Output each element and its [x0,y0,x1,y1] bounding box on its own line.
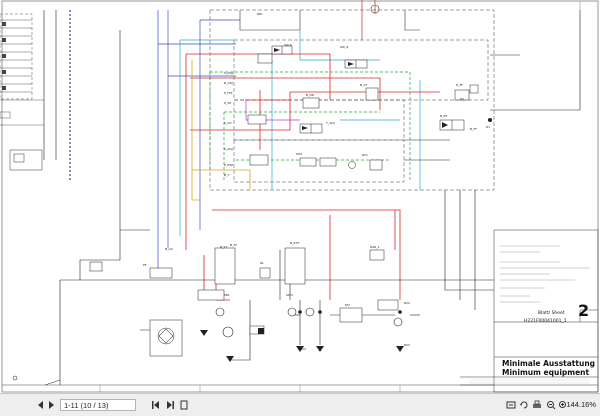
svg-text:B_EP: B_EP [440,114,447,118]
svg-text:B_FF: B_FF [470,127,477,131]
svg-text:RV3: RV3 [404,343,410,347]
title-german: Minimale Ausstattung [502,359,596,368]
svg-text:B_ST: B_ST [220,245,227,249]
rotate-icon[interactable] [518,398,530,412]
svg-text:B_DR: B_DR [306,93,314,97]
svg-text:S_ADJ: S_ADJ [224,71,233,75]
svg-text:P_EXP: P_EXP [224,163,233,167]
sheet-number: 2 [578,301,590,320]
cyan-lines [179,30,421,236]
print-icon[interactable] [531,398,543,412]
blue-lines [157,10,240,270]
viewer-toolbar: 1-11 (10 / 13) 144.16% [0,393,600,416]
fit-width-icon[interactable] [505,398,517,412]
hydraulic-schematic: REL SW-K S_ADJ B_ADJ P_FST P_VE P_GV S_A… [0,0,599,393]
zoom-out-icon[interactable] [545,398,557,412]
zoom-in-icon[interactable] [557,398,569,412]
svg-text:S_ADJ: S_ADJ [224,147,233,151]
svg-text:P_GV: P_GV [224,121,233,125]
svg-text:GSR_1: GSR_1 [370,245,380,249]
next-page-icon[interactable] [46,398,58,412]
svg-text:PR1: PR1 [224,293,230,297]
component-labels: REL SW-K S_ADJ B_ADJ P_FST P_VE P_GV S_A… [143,12,490,351]
svg-text:RL: RL [260,261,264,265]
svg-text:R1: R1 [486,125,490,129]
valve-symbols [247,45,479,171]
svg-text:B_SF: B_SF [230,243,237,247]
svg-text:R_FF: R_FF [456,83,463,87]
svg-text:SW3: SW3 [286,293,293,297]
svg-text:REL: REL [257,12,263,16]
drawing-code: H221F00041001_1 [524,319,567,324]
svg-text:SW-K: SW-K [284,43,293,47]
lower-components [89,247,399,357]
fit-page-icon[interactable] [178,398,190,412]
svg-text:SH4: SH4 [296,152,302,156]
svg-text:B_GV: B_GV [165,247,174,251]
yellow-lines [191,60,251,201]
title-block-rows [500,245,590,303]
title-block: 2 Blatt/ Sheet H221F00041001_1 Minimale … [494,301,600,393]
svg-text:RV2: RV2 [404,301,410,305]
first-page-icon[interactable] [150,398,162,412]
prev-page-icon[interactable] [34,398,46,412]
svg-text:B_ADJ: B_ADJ [224,81,233,85]
svg-text:P_FST: P_FST [224,91,233,95]
schematic-sheet: REL SW-K S_ADJ B_ADJ P_FST P_VE P_GV S_A… [0,0,600,393]
svg-text:B_T: B_T [224,173,230,177]
zoom-level: 144.16% [566,400,596,409]
svg-text:P_VE: P_VE [224,101,231,105]
left-device-column [0,10,71,180]
svg-text:T_ADJ: T_ADJ [325,121,335,125]
svg-text:RV1: RV1 [362,153,368,157]
svg-text:PF: PF [143,263,147,267]
title-block-frame [460,229,599,393]
svg-text:SW_8: SW_8 [340,45,348,49]
title-english: Minimum equipment [502,368,590,377]
svg-text:RV4: RV4 [300,347,306,351]
svg-text:B_EXT: B_EXT [290,241,299,245]
page-number-field[interactable]: 1-11 (10 / 13) [60,399,136,411]
svg-text:MV: MV [345,303,351,307]
last-page-icon[interactable] [164,398,176,412]
svg-text:R2: R2 [460,97,464,101]
sheet-label: Blatt/ Sheet [538,311,565,316]
svg-text:B_ST: B_ST [360,83,367,87]
red-lines [185,53,440,301]
frame-ticks [99,1,581,392]
